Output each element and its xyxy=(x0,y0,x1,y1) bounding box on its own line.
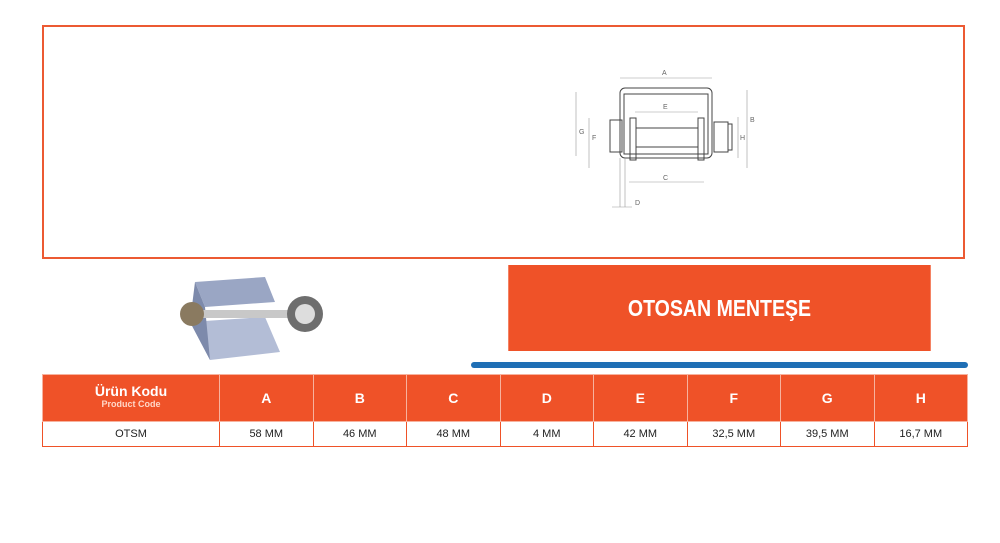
svg-text:C: C xyxy=(663,175,668,182)
header-col: F xyxy=(686,374,781,422)
cell-value: 42 MM xyxy=(593,421,688,447)
header-col: H xyxy=(873,374,968,422)
cell-value: 4 MM xyxy=(499,421,594,447)
product-image xyxy=(180,277,323,360)
header-col: G xyxy=(780,374,875,422)
cell-code: OTSM xyxy=(42,421,220,447)
blue-divider xyxy=(471,362,968,368)
svg-text:D: D xyxy=(635,200,640,207)
header-col: E xyxy=(593,374,688,422)
technical-drawing: A E G F H B C D xyxy=(575,70,755,208)
technical-drawing-frame xyxy=(42,25,965,259)
header-col: D xyxy=(499,374,594,422)
cell-value: 16,7 MM xyxy=(873,421,968,447)
header-col: A xyxy=(219,374,314,422)
dim-label-a: A xyxy=(662,70,667,77)
cell-value: 32,5 MM xyxy=(686,421,781,447)
cell-value: 48 MM xyxy=(406,421,501,447)
svg-text:B: B xyxy=(750,117,755,124)
cell-value: 46 MM xyxy=(312,421,407,447)
svg-text:E: E xyxy=(663,104,668,111)
svg-text:G: G xyxy=(579,129,584,136)
header-col: C xyxy=(406,374,501,422)
svg-text:F: F xyxy=(592,135,596,142)
cell-value: 58 MM xyxy=(219,421,314,447)
product-title: OTOSAN MENTEŞE xyxy=(508,265,931,351)
header-col: B xyxy=(312,374,407,422)
table-row: OTSM 58 MM 46 MM 48 MM 4 MM 42 MM 32,5 M… xyxy=(42,421,968,447)
svg-text:H: H xyxy=(740,135,745,142)
cell-value: 39,5 MM xyxy=(780,421,875,447)
